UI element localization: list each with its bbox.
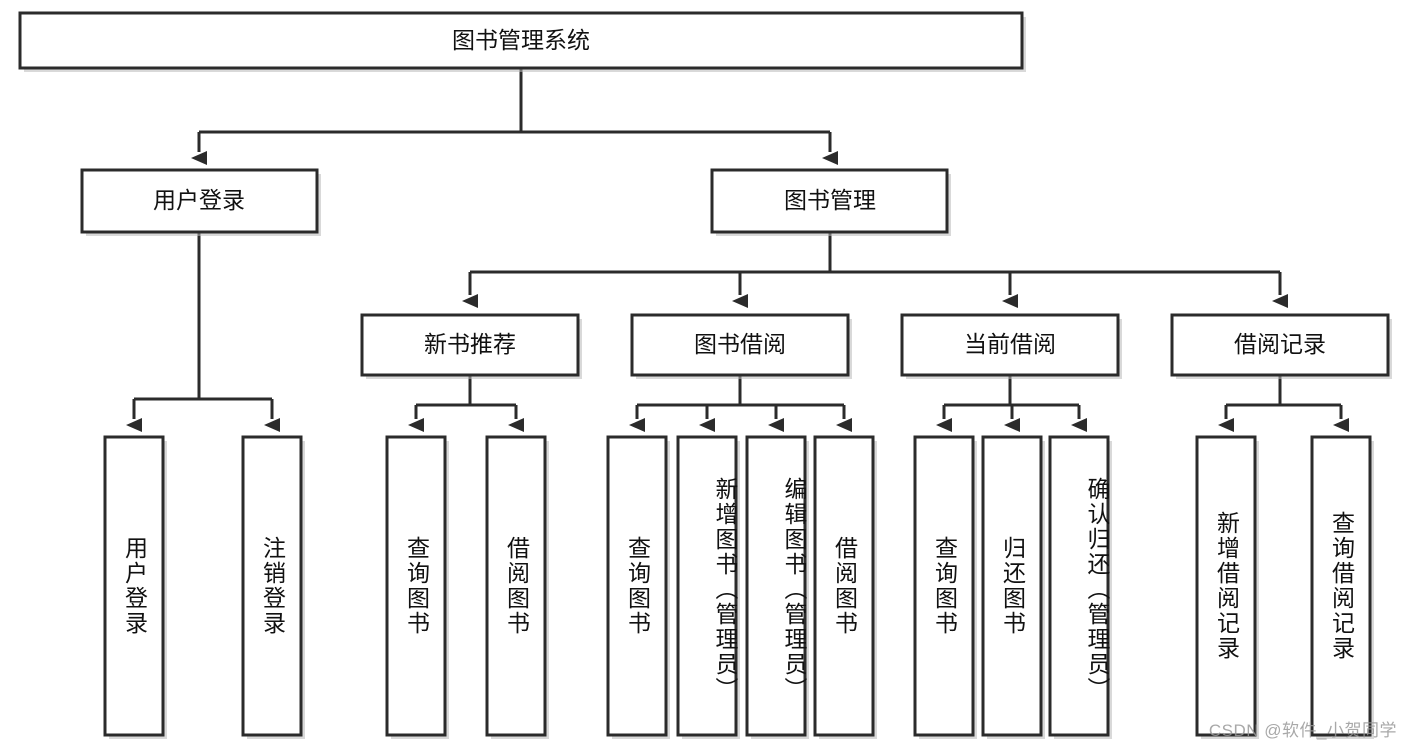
node-book-management-label: 图书管理 — [784, 187, 876, 213]
leaf-query-book-current[interactable] — [913, 435, 977, 739]
leaf-borrow-book-new[interactable] — [485, 435, 549, 739]
connector-group-new-books — [408, 375, 524, 432]
node-book-borrow-label: 图书借阅 — [694, 331, 786, 357]
csdn-watermark: CSDN @软件_小贺同学 — [1208, 721, 1397, 740]
connector-group-user-login — [126, 232, 280, 432]
leaf-add-book-admin[interactable] — [676, 435, 740, 739]
node-root-label: 图书管理系统 — [452, 27, 590, 53]
node-book-borrow[interactable]: 图书借阅 — [630, 313, 852, 379]
leaf-return-book[interactable] — [981, 435, 1045, 739]
node-borrow-records[interactable]: 借阅记录 — [1170, 313, 1392, 379]
node-user-login[interactable]: 用户登录 — [80, 168, 321, 236]
node-current-borrow-label: 当前借阅 — [964, 331, 1056, 357]
node-new-book-recommend[interactable]: 新书推荐 — [360, 313, 582, 379]
node-borrow-records-label: 借阅记录 — [1234, 331, 1326, 357]
node-root[interactable]: 图书管理系统 — [18, 11, 1026, 72]
connector-group-current — [936, 375, 1087, 432]
leaf-user-login[interactable] — [103, 435, 167, 739]
leaf-edit-book-admin[interactable] — [745, 435, 809, 739]
connector-group-records — [1218, 375, 1349, 432]
connector-group-root — [191, 68, 838, 165]
leaf-query-book-borrow[interactable] — [606, 435, 670, 739]
leaf-query-borrow-record[interactable] — [1310, 435, 1374, 739]
leaf-query-book-new[interactable] — [385, 435, 449, 739]
leaf-confirm-return-admin[interactable] — [1048, 435, 1112, 739]
leaf-logout-login[interactable] — [241, 435, 305, 739]
leaf-add-borrow-record[interactable] — [1195, 435, 1259, 739]
node-user-login-label: 用户登录 — [153, 187, 245, 213]
leaf-borrow-book[interactable] — [813, 435, 877, 739]
connector-group-borrow — [629, 375, 852, 432]
node-book-management[interactable]: 图书管理 — [710, 168, 951, 236]
node-current-borrow[interactable]: 当前借阅 — [900, 313, 1122, 379]
node-new-book-recommend-label: 新书推荐 — [424, 331, 516, 357]
connector-group-book-mgmt — [462, 232, 1288, 308]
